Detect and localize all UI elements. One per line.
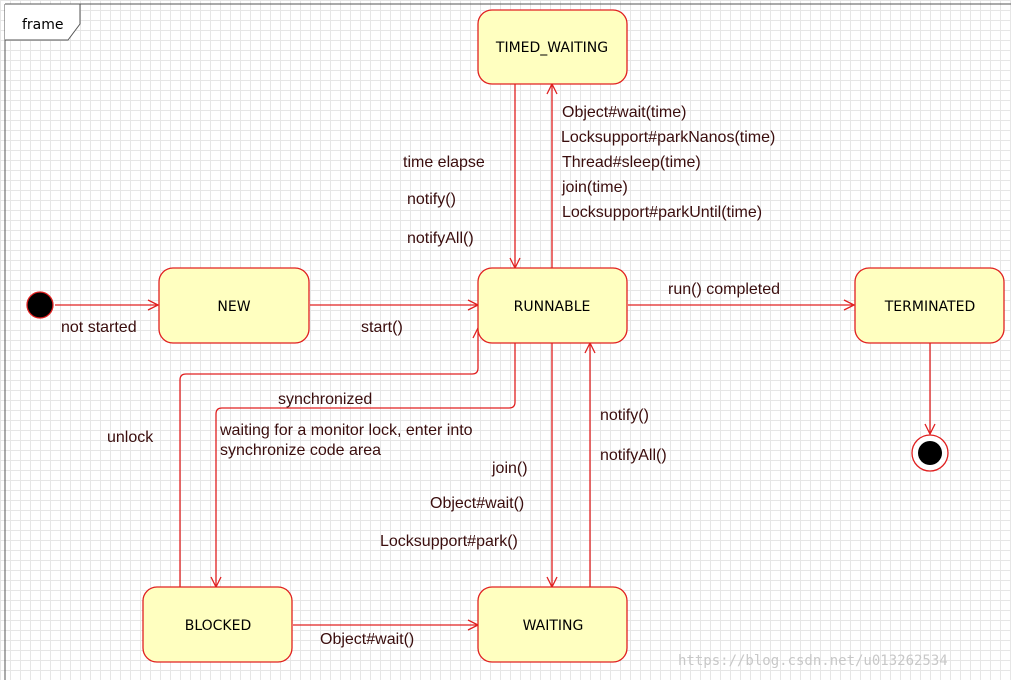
label-notifyall-timed: notifyAll() xyxy=(407,230,474,247)
label-join-time: join(time) xyxy=(561,179,628,196)
state-runnable-label: RUNNABLE xyxy=(514,299,591,315)
label-park-until: Locksupport#parkUntil(time) xyxy=(562,204,762,221)
final-state xyxy=(911,434,949,472)
label-run-completed: run() completed xyxy=(668,281,780,298)
state-blocked-label: BLOCKED xyxy=(185,618,252,634)
label-start: start() xyxy=(361,319,403,336)
label-synchronized: synchronized xyxy=(278,391,372,408)
frame: frame xyxy=(4,3,1011,680)
label-locksupport-park: Locksupport#park() xyxy=(380,533,518,550)
label-join: join() xyxy=(491,460,528,477)
edge-runnable-to-blocked xyxy=(216,343,516,587)
state-timed-waiting: TIMED_WAITING xyxy=(477,9,628,85)
state-new: NEW xyxy=(158,267,310,344)
label-object-wait: Object#wait() xyxy=(430,495,524,512)
edge-blocked-to-runnable xyxy=(179,328,478,587)
label-unlock: unlock xyxy=(107,429,154,446)
frame-label: frame xyxy=(22,17,64,33)
state-waiting-label: WAITING xyxy=(523,618,584,634)
label-object-wait-time: Object#wait(time) xyxy=(562,104,686,121)
label-thread-sleep: Thread#sleep(time) xyxy=(562,154,701,171)
state-terminated-label: TERMINATED xyxy=(884,299,975,315)
label-monitor-lock-line1: waiting for a monitor lock, enter into xyxy=(219,422,473,439)
state-runnable: RUNNABLE xyxy=(477,267,628,344)
label-notifyall-waiting: notifyAll() xyxy=(600,447,667,464)
state-waiting: WAITING xyxy=(477,586,628,663)
label-notify-waiting: notify() xyxy=(600,407,649,424)
state-timed-waiting-label: TIMED_WAITING xyxy=(495,40,608,56)
label-time-elapse: time elapse xyxy=(403,154,485,171)
label-monitor-lock-line2: synchronize code area xyxy=(220,442,381,459)
state-blocked: BLOCKED xyxy=(142,586,293,663)
initial-state-dot xyxy=(26,291,54,319)
label-blocked-object-wait: Object#wait() xyxy=(320,631,414,648)
state-new-label: NEW xyxy=(217,299,250,315)
watermark: https://blog.csdn.net/u013262534 xyxy=(678,653,948,669)
label-park-nanos: Locksupport#parkNanos(time) xyxy=(561,129,775,146)
label-not-started: not started xyxy=(61,319,137,336)
frame-tab xyxy=(5,3,81,41)
label-notify-timed: notify() xyxy=(407,191,456,208)
final-state-dot xyxy=(918,441,942,465)
state-terminated: TERMINATED xyxy=(854,267,1005,344)
